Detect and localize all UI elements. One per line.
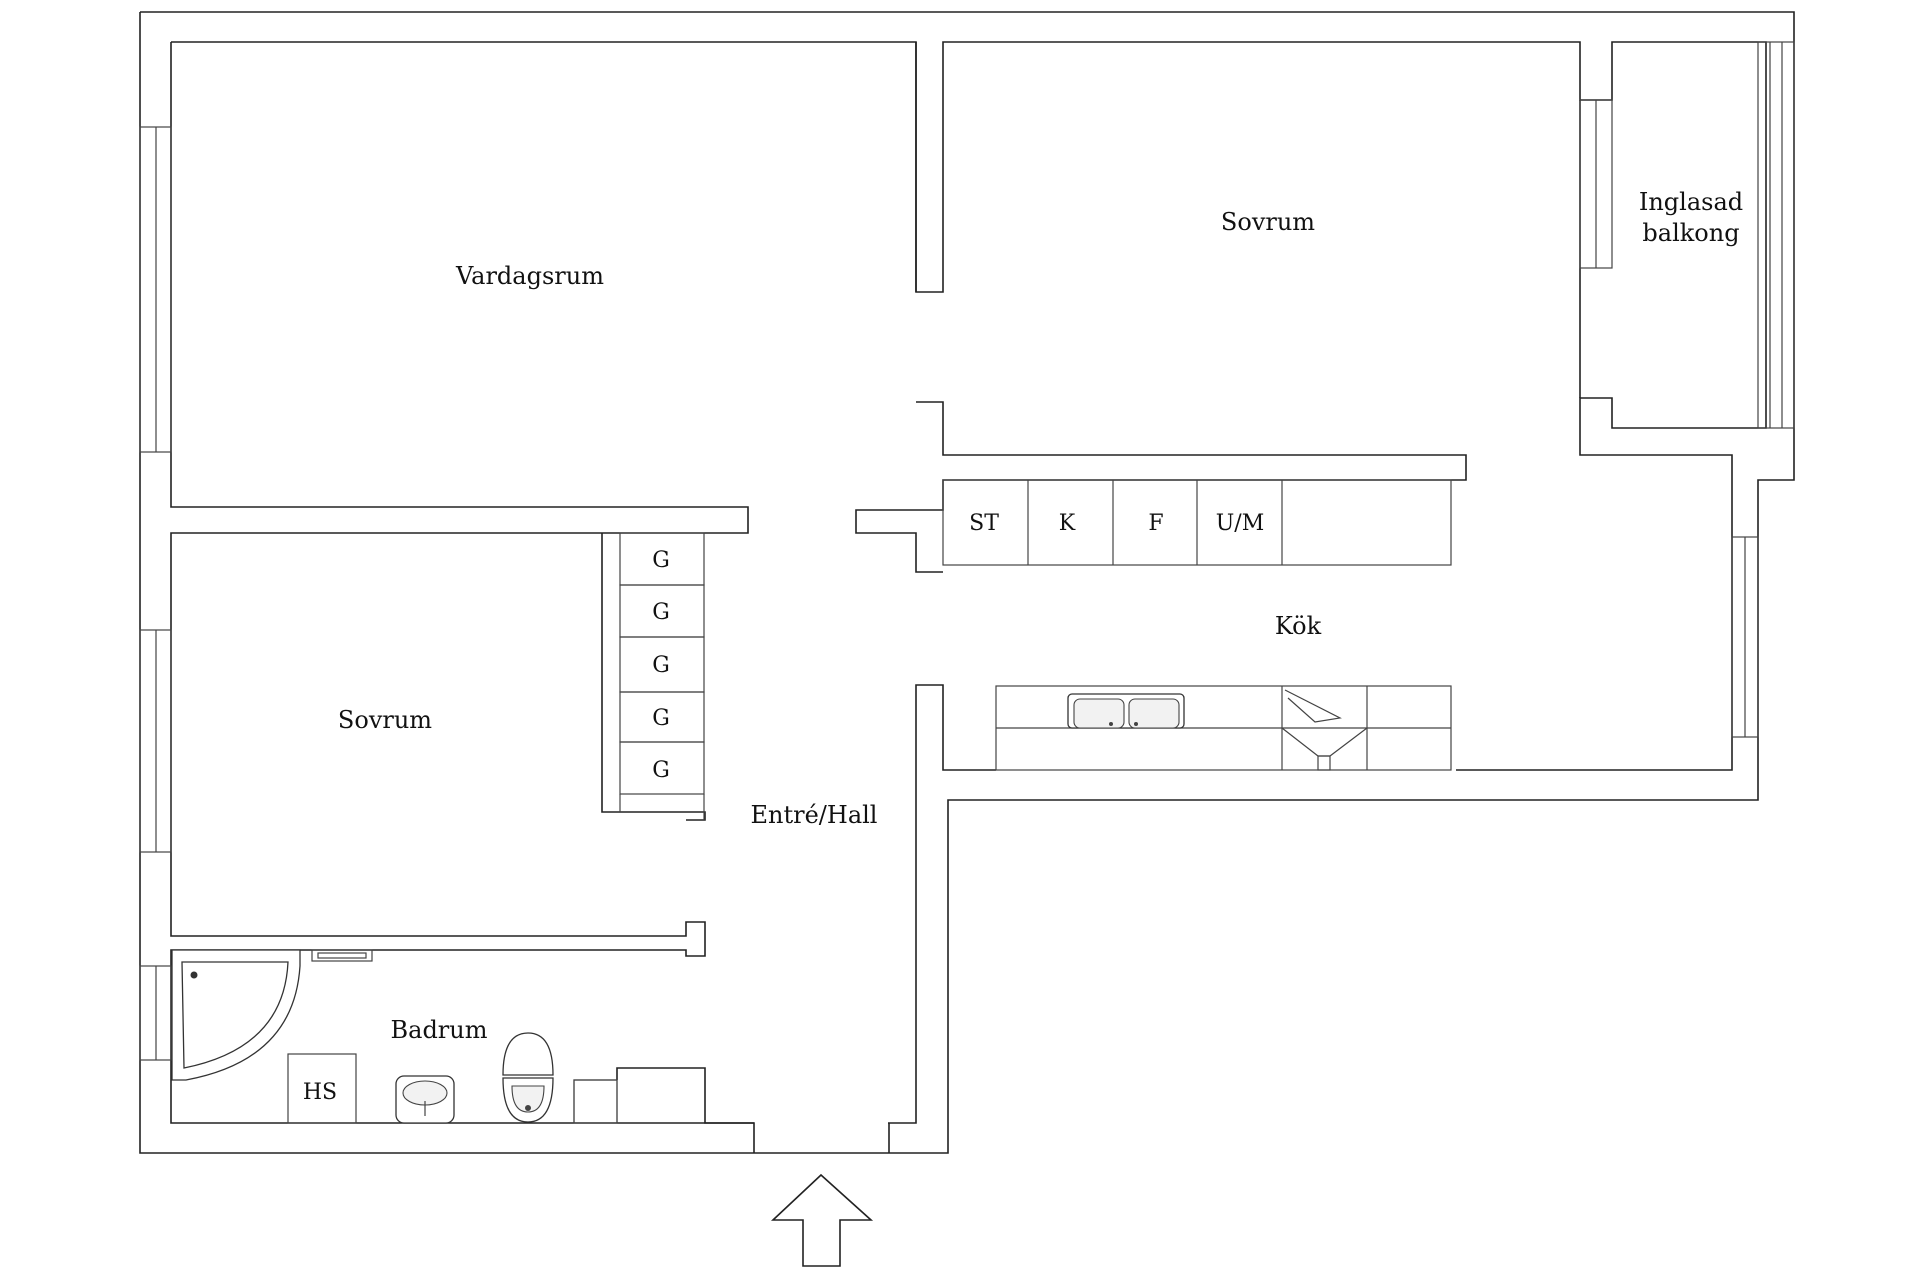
wardrobe-label: G (652, 600, 670, 625)
washing-machine-box (287, 1053, 357, 1124)
room-label-sovrum-left: Sovrum (338, 706, 432, 734)
appliance-hs-label: HS (303, 1080, 337, 1105)
wardrobes (619, 532, 705, 820)
wardrobe-label: G (652, 653, 670, 678)
interior-walls (573, 42, 1581, 1124)
corner-bath-icon (171, 949, 301, 1081)
radiator-icon (311, 949, 373, 962)
washbasin-icon (395, 1075, 455, 1124)
room-label-kok: Kök (1275, 612, 1322, 640)
bath-shelf (573, 1079, 618, 1124)
appliance-st-label: ST (969, 511, 999, 536)
room-label-balkong-line2: balkong (1642, 219, 1739, 247)
toilet-icon (502, 1032, 554, 1123)
room-label-sovrum-top: Sovrum (1221, 208, 1315, 236)
room-label-balkong-line1: Inglasad (1639, 188, 1743, 216)
kitchen-lower-counter (995, 685, 1452, 771)
room-label-vardagsrum: Vardagsrum (455, 262, 604, 290)
range-hood-icon (1281, 689, 1368, 771)
kitchen-upper-counter (942, 479, 1452, 566)
outer-walls (139, 11, 1795, 1154)
windows (139, 41, 1795, 1061)
room-label-badrum: Badrum (391, 1016, 488, 1044)
room-label-hall: Entré/Hall (751, 801, 878, 829)
kitchen-sink-icon (1067, 693, 1185, 729)
wardrobe-label: G (652, 758, 670, 783)
wardrobe-label: G (652, 706, 670, 731)
wardrobe-label: G (652, 548, 670, 573)
entry-arrow-icon (770, 1173, 874, 1267)
appliance-k-label: K (1059, 511, 1076, 536)
appliance-f-label: F (1148, 511, 1163, 536)
appliance-um-label: U/M (1216, 511, 1264, 536)
